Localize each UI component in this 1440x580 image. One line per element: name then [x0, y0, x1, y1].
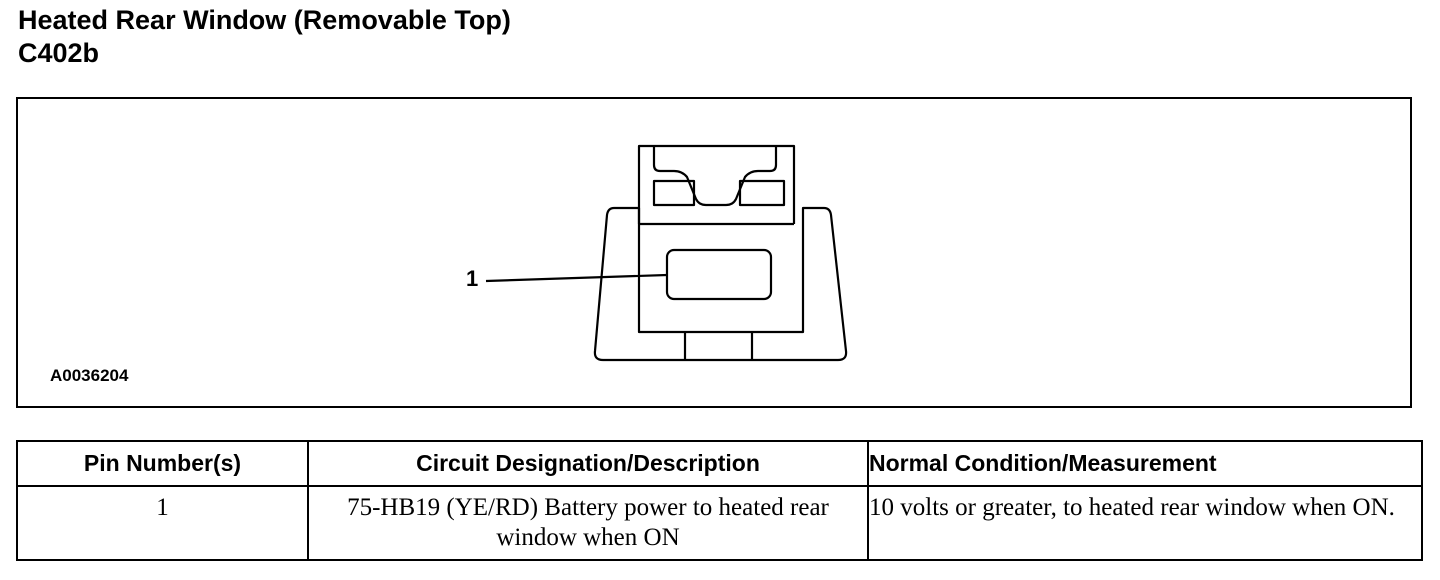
table-header-row: Pin Number(s) Circuit Designation/Descri…: [16, 440, 1423, 487]
header-pin-numbers: Pin Number(s): [16, 440, 309, 487]
title-block: Heated Rear Window (Removable Top) C402b: [18, 4, 511, 70]
latch-notch: [652, 146, 778, 207]
table-row: 1 75-HB19 (YE/RD) Battery power to heate…: [16, 485, 1423, 561]
connector-figure: 1 A0036204: [16, 97, 1412, 408]
connector-face-diagram: [485, 144, 848, 362]
connector-latch-outline: [637, 144, 796, 224]
pin-1-cavity: [665, 248, 773, 301]
cell-circuit-description: 75-HB19 (YE/RD) Battery power to heated …: [307, 485, 869, 561]
latch-window-left: [652, 179, 696, 207]
pin-callout-label: 1: [466, 266, 479, 291]
header-circuit-designation: Circuit Designation/Description: [307, 440, 869, 487]
pin-table: Pin Number(s) Circuit Designation/Descri…: [16, 440, 1423, 561]
connector-housing-outline: [593, 206, 848, 362]
page-title: Heated Rear Window (Removable Top): [18, 5, 511, 35]
cell-pin-number: 1: [16, 485, 309, 561]
figure-code: A0036204: [50, 366, 129, 385]
cell-normal-condition: 10 volts or greater, to heated rear wind…: [867, 485, 1423, 561]
header-normal-condition: Normal Condition/Measurement: [867, 440, 1423, 487]
latch-window-right: [738, 179, 786, 207]
pin-1-leader-line: [485, 273, 668, 283]
connector-id: C402b: [18, 38, 100, 68]
